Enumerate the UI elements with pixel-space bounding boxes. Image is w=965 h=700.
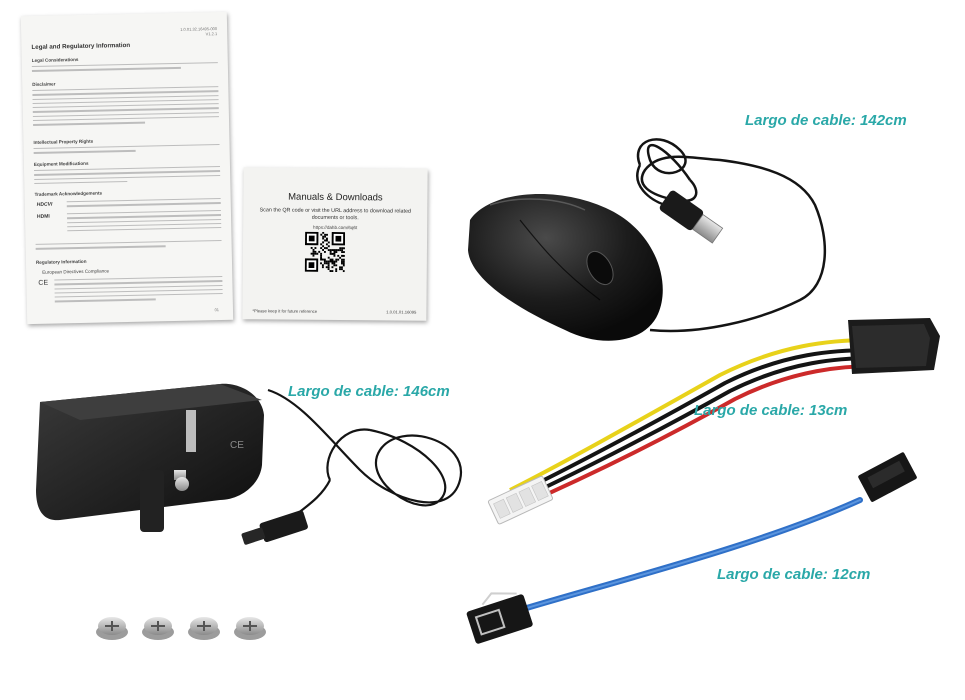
mouse-cable-length-label: Largo de cable: 142cm [745,112,907,129]
usb-mouse-icon [468,138,826,341]
svg-text:CE: CE [230,440,244,451]
sata-cable-icon [466,452,917,644]
power-adapter-icon: CE [36,383,463,545]
sata-cable-length-label: Largo de cable: 12cm [717,566,871,583]
screw-icon [96,617,266,640]
qr-code-icon [304,231,346,273]
molex-connector-icon [487,318,940,525]
power-cable-length-label: Largo de cable: 13cm [694,402,848,419]
manuals-card: Manuals & Downloads Scan the QR code or … [242,167,428,321]
adapter-cable-length-label: Largo de cable: 146cm [288,383,450,400]
